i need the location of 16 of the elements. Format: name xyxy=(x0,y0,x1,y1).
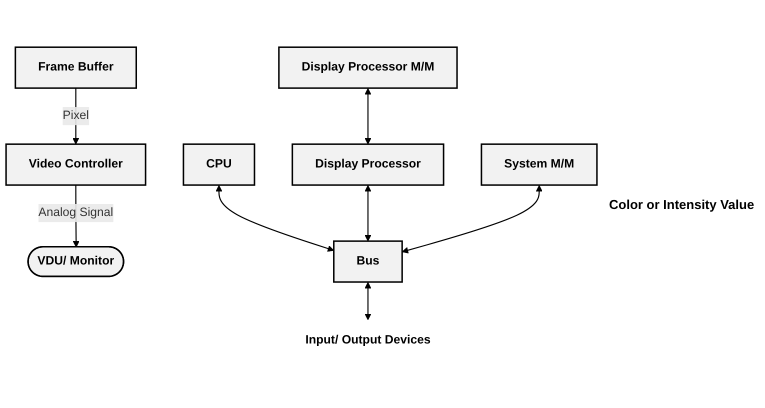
node-box: Frame Buffer xyxy=(14,46,138,89)
node-box: System M/M xyxy=(480,143,598,186)
arrow xyxy=(364,282,372,320)
edge-label: Pixel xyxy=(62,109,89,122)
node-box: Display Processor xyxy=(292,143,444,186)
arrow xyxy=(364,185,372,242)
arrow xyxy=(364,88,372,144)
edge-label: Analog Signal xyxy=(38,206,114,220)
node-box: Bus xyxy=(333,240,403,283)
node-box: Video Controller xyxy=(5,143,146,186)
node-text: Input/ Output Devices xyxy=(305,334,431,346)
node-box: CPU xyxy=(182,143,256,186)
node-box: Display Processor M/M xyxy=(278,46,458,89)
arrow xyxy=(402,185,543,254)
edge-note: Color or Intensity Value xyxy=(609,196,756,212)
arrow xyxy=(216,185,334,252)
